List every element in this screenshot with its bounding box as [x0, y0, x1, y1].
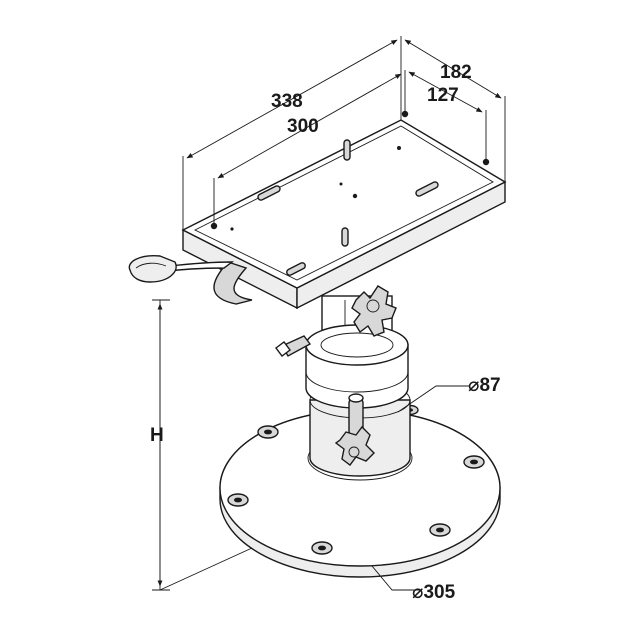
upper-locking-knob: [351, 285, 397, 337]
dim-h-label: H: [150, 425, 164, 446]
release-foot-pedal: [128, 254, 253, 305]
lower-locking-knob: [334, 393, 375, 466]
dim-column-diameter-label: ⌀87: [468, 375, 501, 396]
dim-338-label: 338: [271, 91, 303, 112]
dimension-lines: [152, 36, 506, 591]
swivel-lock-lever: [275, 335, 312, 357]
dim-127-label: 127: [427, 85, 459, 106]
dim-300-label: 300: [287, 116, 319, 137]
dim-182-label: 182: [440, 62, 472, 83]
dim-base-diameter-label: ⌀305: [412, 582, 456, 603]
